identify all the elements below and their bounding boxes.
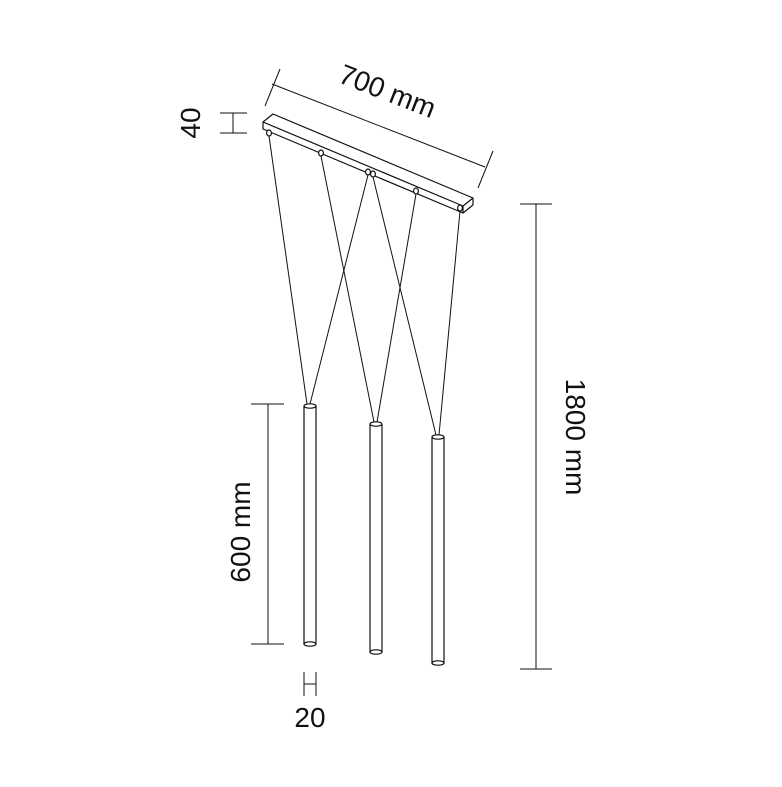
rail-anchor-5 (413, 187, 420, 195)
rail-anchor-1 (266, 129, 273, 137)
rail-anchor-2 (318, 149, 325, 157)
cable-5 (372, 176, 437, 436)
rail-anchor-4 (370, 170, 377, 178)
dimension-tube-diameter (303, 672, 317, 696)
drop-height-label: 1800 mm (560, 379, 591, 496)
cable-6 (438, 210, 461, 436)
cable-2 (309, 174, 369, 405)
cable-3 (320, 155, 375, 423)
pendant-tubes (303, 403, 445, 666)
ceiling-rail (262, 113, 474, 214)
dimension-tube-length (251, 403, 284, 645)
pendant-tube-1 (303, 403, 317, 647)
tube-length-label: 600 mm (225, 481, 256, 582)
cable-4 (376, 193, 417, 423)
suspension-cables (268, 135, 461, 436)
pendant-tube-2 (369, 421, 383, 655)
rail-anchor-6 (457, 204, 464, 212)
dimension-rail-height (220, 112, 247, 134)
dimension-drop-height (520, 203, 552, 670)
pendant-tube-3 (431, 434, 445, 666)
cable-1 (268, 135, 308, 405)
tube-diameter-label: 20 (294, 702, 325, 733)
rail-anchor-3 (365, 168, 372, 176)
dimension-rail-length (264, 68, 494, 189)
rail-height-label: 40 (175, 107, 206, 138)
